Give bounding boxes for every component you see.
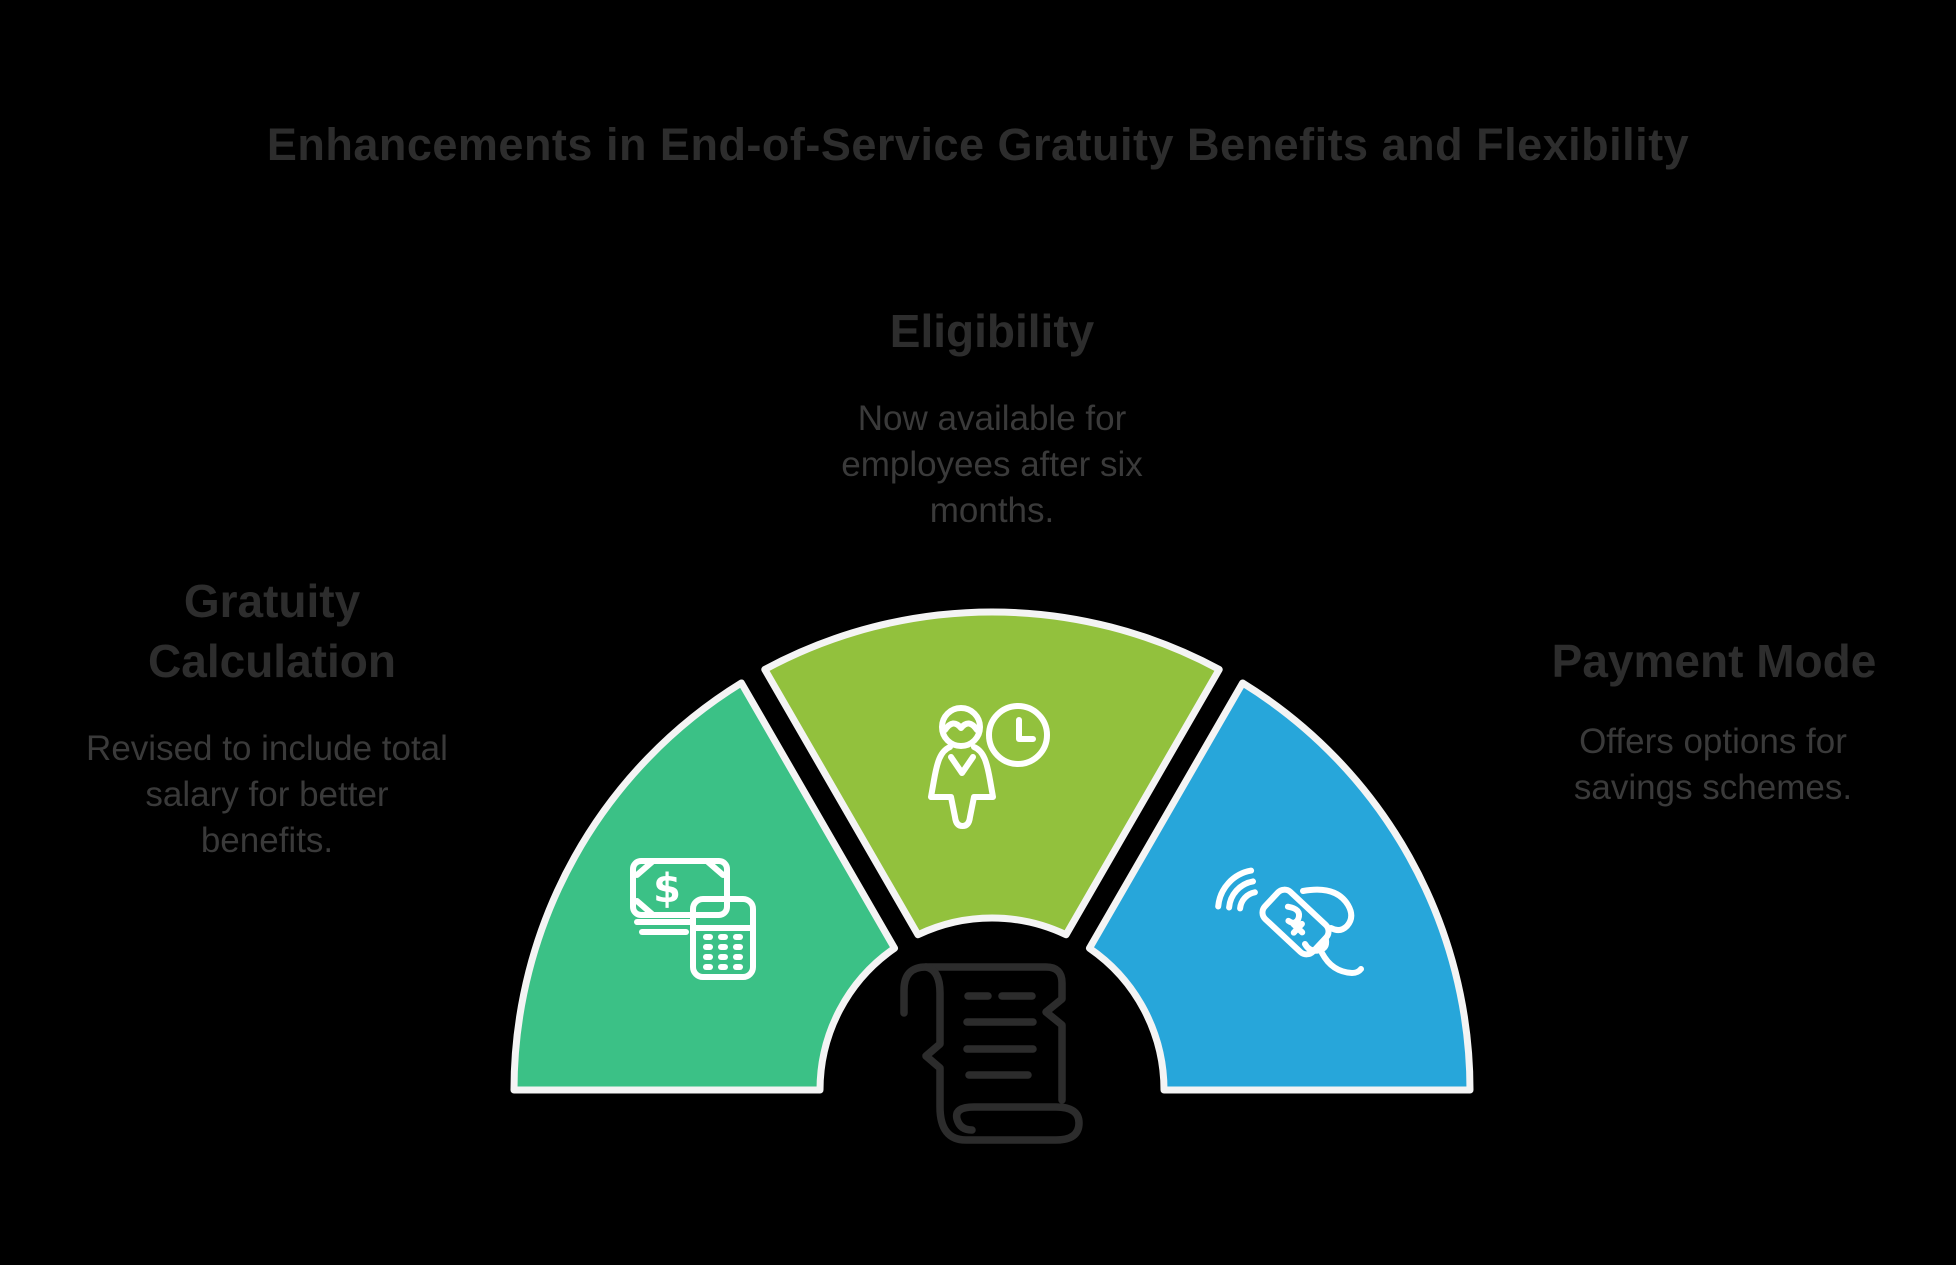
eligibility-heading: Eligibility xyxy=(889,305,1095,357)
gratuity-calculation-heading: Gratuity Calculation xyxy=(148,575,396,687)
scroll-icon xyxy=(900,963,1083,1144)
gratuity-calculation-description: Revised to include total salary for bett… xyxy=(86,729,448,860)
calculator-keys xyxy=(703,934,743,970)
eligibility-description: Now available for employees after six mo… xyxy=(841,399,1143,530)
wedge-eligibility xyxy=(761,608,1223,939)
page-title: Enhancements in End-of-Service Gratuity … xyxy=(266,119,1690,170)
money-calculator-icon: $ xyxy=(630,858,756,980)
wedge-layer xyxy=(510,608,1474,1094)
payment-mode-description: Offers options for savings schemes. xyxy=(1573,722,1853,807)
payment-mode-heading: Payment Mode xyxy=(1551,635,1877,687)
svg-text:$: $ xyxy=(653,866,681,912)
wedge-payment-mode xyxy=(1085,679,1474,1094)
wedge-gratuity-calculation xyxy=(510,679,899,1094)
person-clock-icon xyxy=(928,703,1050,829)
contactless-payment-icon xyxy=(1215,867,1364,976)
